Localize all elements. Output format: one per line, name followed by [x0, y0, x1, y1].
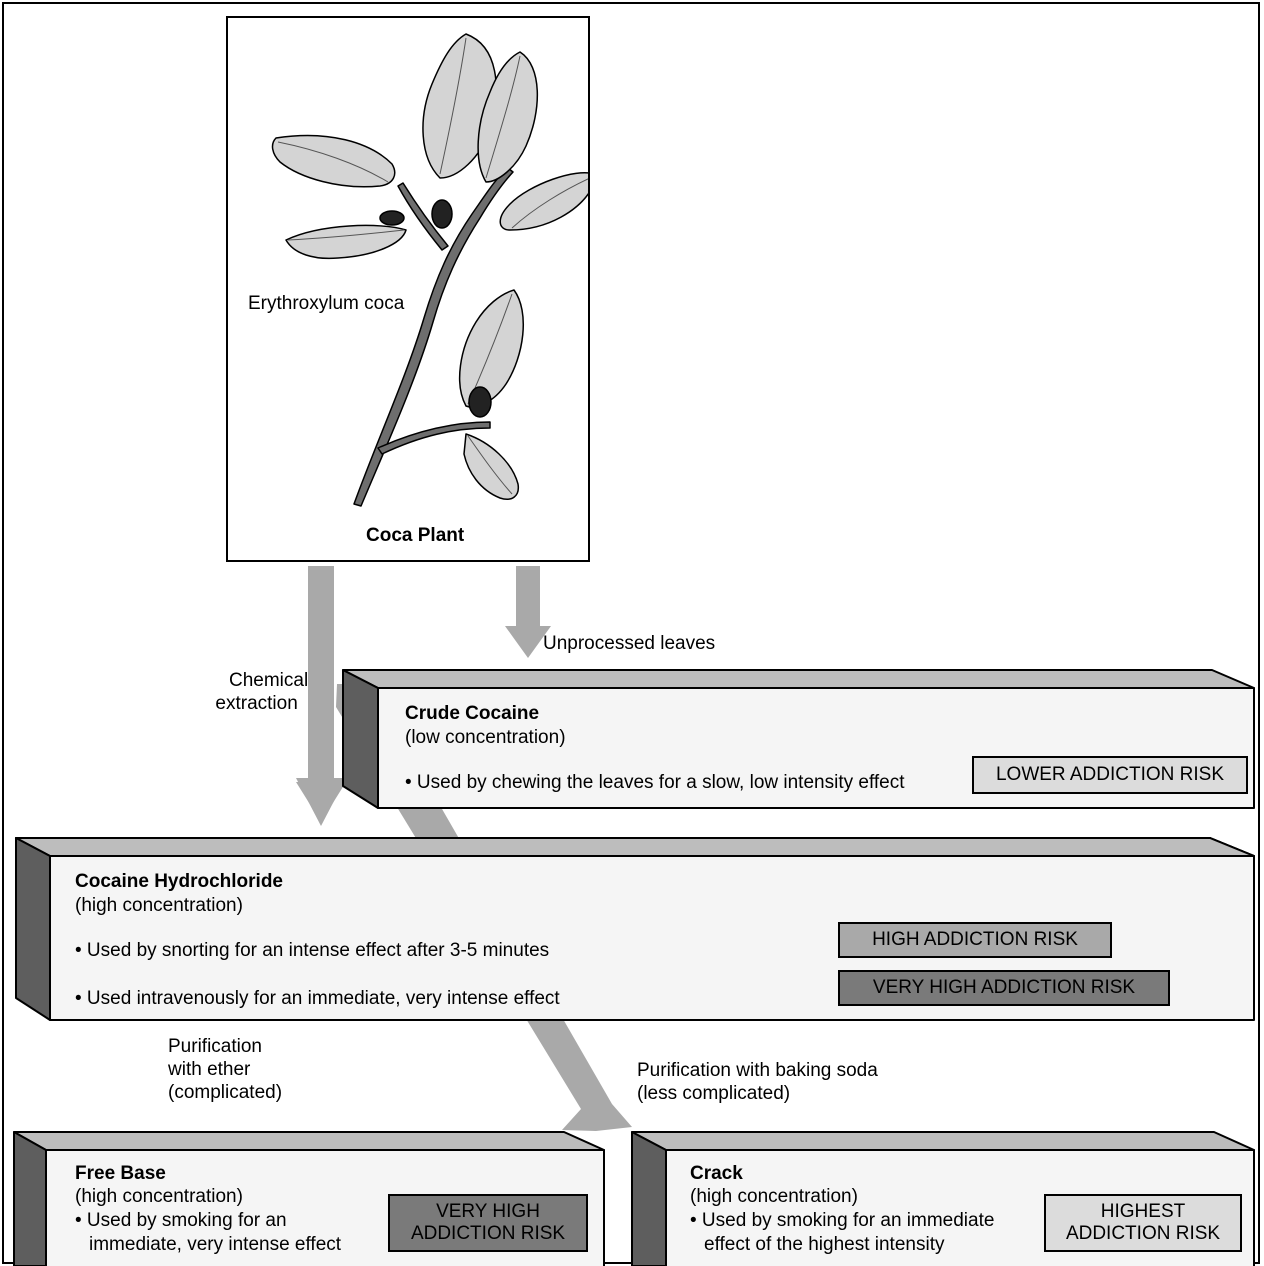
leaf [271, 134, 396, 188]
hydrochloride-title: Cocaine Hydrochloride [75, 871, 283, 892]
crack-risk-badge: HIGHEST ADDICTION RISK [1044, 1194, 1242, 1252]
leaf [499, 172, 595, 231]
chemical-line-1: Chemical [229, 670, 309, 691]
crack-use-line-1: • Used by smoking for an immediate [690, 1210, 995, 1231]
chemical-extraction-label: Chemical extraction [205, 669, 308, 715]
hydrochloride-use-intravenous: • Used intravenously for an immediate, v… [75, 988, 560, 1009]
hydrochloride-box-visible [16, 662, 50, 856]
leaf [477, 51, 539, 183]
very-high-addiction-risk-badge: VERY HIGH ADDICTION RISK [838, 970, 1170, 1006]
ether-line-2: with ether [168, 1059, 251, 1080]
baking-soda-purification-label: Purification with baking soda (less comp… [637, 1059, 878, 1105]
crack-use-line-2: effect of the highest intensity [704, 1234, 945, 1255]
lower-addiction-risk-badge: LOWER ADDICTION RISK [972, 756, 1248, 794]
ether-line-1: Purification [168, 1036, 262, 1057]
soda-line-2: (less complicated) [637, 1083, 791, 1104]
leaf [463, 433, 520, 500]
free-base-concentration: (high concentration) [75, 1186, 243, 1207]
ether-purification-label: Purification with ether (complicated) [168, 1035, 282, 1104]
crack-title: Crack [690, 1163, 743, 1184]
leaf [285, 224, 407, 260]
stem-branch-lower [377, 421, 491, 455]
free-base-use-line-2: immediate, very intense effect [89, 1234, 342, 1255]
plant-name-label: Coca Plant [366, 525, 465, 546]
free-base-risk-line-2: ADDICTION RISK [410, 1223, 566, 1244]
crack-risk-line-2: ADDICTION RISK [1065, 1223, 1221, 1244]
free-base-risk-badge: VERY HIGH ADDICTION RISK [388, 1194, 588, 1252]
hydrochloride-box-drawn [16, 662, 50, 856]
hydrochloride-use-snorting: • Used by snorting for an intense effect… [75, 940, 550, 961]
fruit [379, 210, 405, 226]
coca-plant-illustration [271, 33, 595, 507]
free-base-risk-line-1: VERY HIGH [436, 1201, 540, 1222]
hydrochloride-box-solid [16, 662, 50, 856]
crack-risk-line-1: HIGHEST [1100, 1201, 1186, 1222]
hydrochloride-concentration: (high concentration) [75, 895, 243, 916]
arrow-unprocessed [505, 566, 551, 658]
crack-concentration: (high concentration) [690, 1186, 858, 1207]
chemical-line-2: extraction [215, 693, 298, 714]
soda-line-1: Purification with baking soda [637, 1060, 878, 1081]
crude-cocaine-title: Crude Cocaine [405, 703, 540, 724]
unprocessed-leaves-label: Unprocessed leaves [543, 633, 716, 654]
fruit [468, 386, 492, 418]
coca-plant-panel [226, 16, 595, 562]
plant-species-label: Erythroxylum coca [248, 293, 405, 314]
free-base-use-line-1: • Used by smoking for an [75, 1210, 287, 1231]
free-base-title: Free Base [75, 1163, 166, 1184]
high-addiction-risk-badge: HIGH ADDICTION RISK [838, 922, 1112, 958]
stem-branch-upper [397, 182, 449, 251]
fruit [431, 199, 453, 229]
arrow-ether [296, 684, 346, 822]
crude-cocaine-concentration: (low concentration) [405, 727, 566, 748]
ether-line-3: (complicated) [168, 1082, 283, 1103]
stem-main [353, 167, 514, 507]
crude-cocaine-use: • Used by chewing the leaves for a slow,… [405, 772, 905, 793]
